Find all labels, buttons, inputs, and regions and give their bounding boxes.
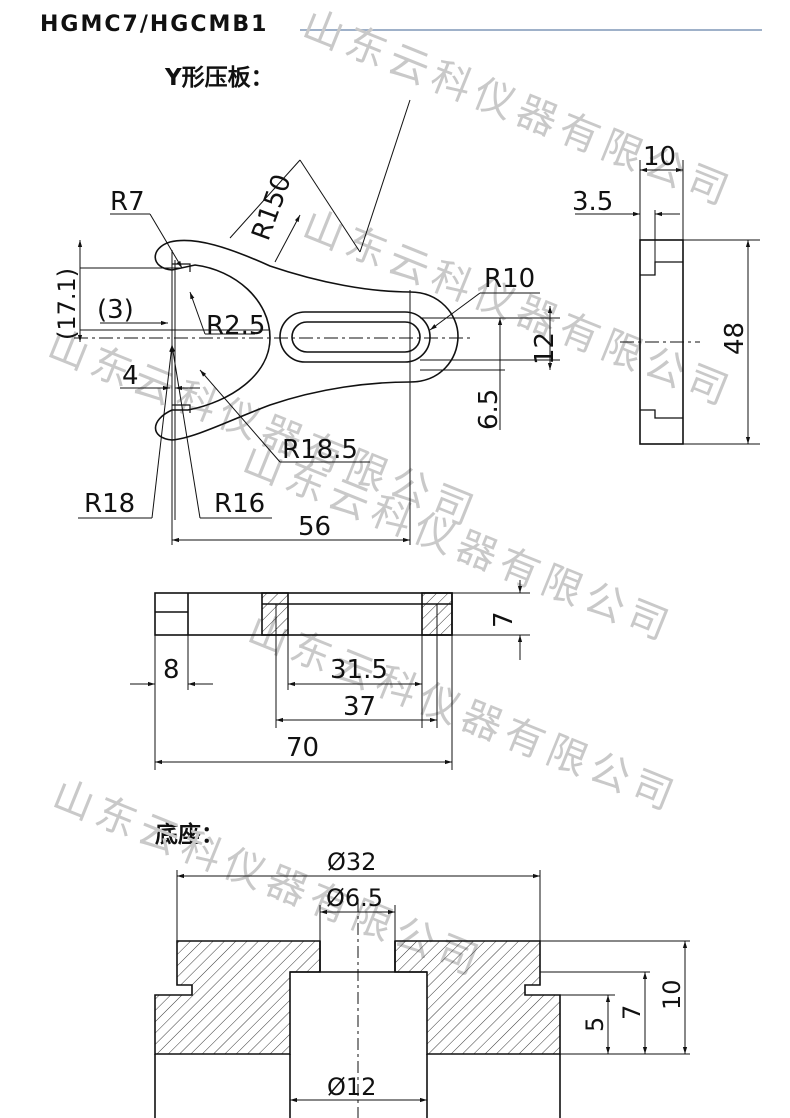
watermark-text: 山东云科仪器有限公司 — [241, 607, 685, 822]
base-right-section — [394, 940, 561, 1055]
dim-4: 4 — [122, 361, 139, 391]
dim-8: 8 — [163, 655, 180, 685]
watermark-text: 山东云科仪器有限公司 — [296, 2, 740, 217]
dim-dia-12: Ø12 — [327, 1073, 376, 1101]
section-label-y-plate: Y形压板： — [165, 65, 274, 91]
section-label-base: 底座： — [155, 822, 224, 848]
dim-r16: R16 — [214, 489, 265, 519]
plan-centerlines — [74, 250, 470, 545]
dim-7: 7 — [489, 611, 519, 628]
y-plate-slot-inner — [291, 321, 421, 353]
dim-base-7: 7 — [618, 1005, 646, 1020]
dim-6-5: 6.5 — [474, 389, 504, 430]
dim-r18: R18 — [84, 489, 135, 519]
y-plate-plan-view — [154, 239, 459, 441]
dim-70: 70 — [286, 733, 319, 763]
front-dimension-labels: 7 8 31.5 37 70 — [163, 611, 519, 763]
dim-r18-5: R18.5 — [282, 435, 358, 465]
dim-12: 12 — [530, 332, 560, 365]
dim-3-5: 3.5 — [572, 187, 613, 217]
dim-56: 56 — [298, 512, 331, 542]
dim-base-5: 5 — [581, 1017, 609, 1032]
dim-base-10: 10 — [658, 979, 686, 1010]
y-plate-front-view — [154, 592, 453, 636]
base-dimension-lines — [176, 870, 690, 1118]
side-dimension-lines — [575, 160, 760, 445]
dim-10: 10 — [643, 142, 676, 172]
y-plate-outline — [154, 239, 459, 441]
dim-31-5: 31.5 — [330, 655, 388, 685]
front-dimension-lines — [130, 580, 530, 770]
dim-dia-32: Ø32 — [327, 848, 376, 876]
dim-dia-6-5: Ø6.5 — [326, 884, 383, 912]
base-left-section — [154, 940, 321, 1055]
dim-r10: R10 — [484, 264, 535, 294]
watermark-layer: 山东云科仪器有限公司 山东云科仪器有限公司 山东云科仪器有限公司 山东云科仪器有… — [41, 2, 740, 987]
dim-r2-5: R2.5 — [206, 311, 265, 341]
plan-dimension-lines — [77, 99, 560, 543]
dim-48: 48 — [720, 322, 750, 355]
dim-17-1: (17.1) — [53, 268, 81, 340]
base-dimension-labels: Ø32 Ø6.5 Ø12 10 7 5 — [326, 848, 686, 1101]
title-divider — [300, 29, 762, 31]
dim-3: (3) — [97, 295, 134, 325]
side-dimension-labels: 10 3.5 48 — [572, 142, 750, 355]
dim-37: 37 — [343, 692, 376, 722]
page-title: HGMC7/HGCMB1 — [40, 12, 269, 37]
dim-r7: R7 — [110, 187, 145, 217]
base-section-view — [154, 940, 561, 1118]
watermark-text: 山东云科仪器有限公司 — [236, 437, 680, 652]
y-plate-slot-outer — [279, 311, 431, 363]
